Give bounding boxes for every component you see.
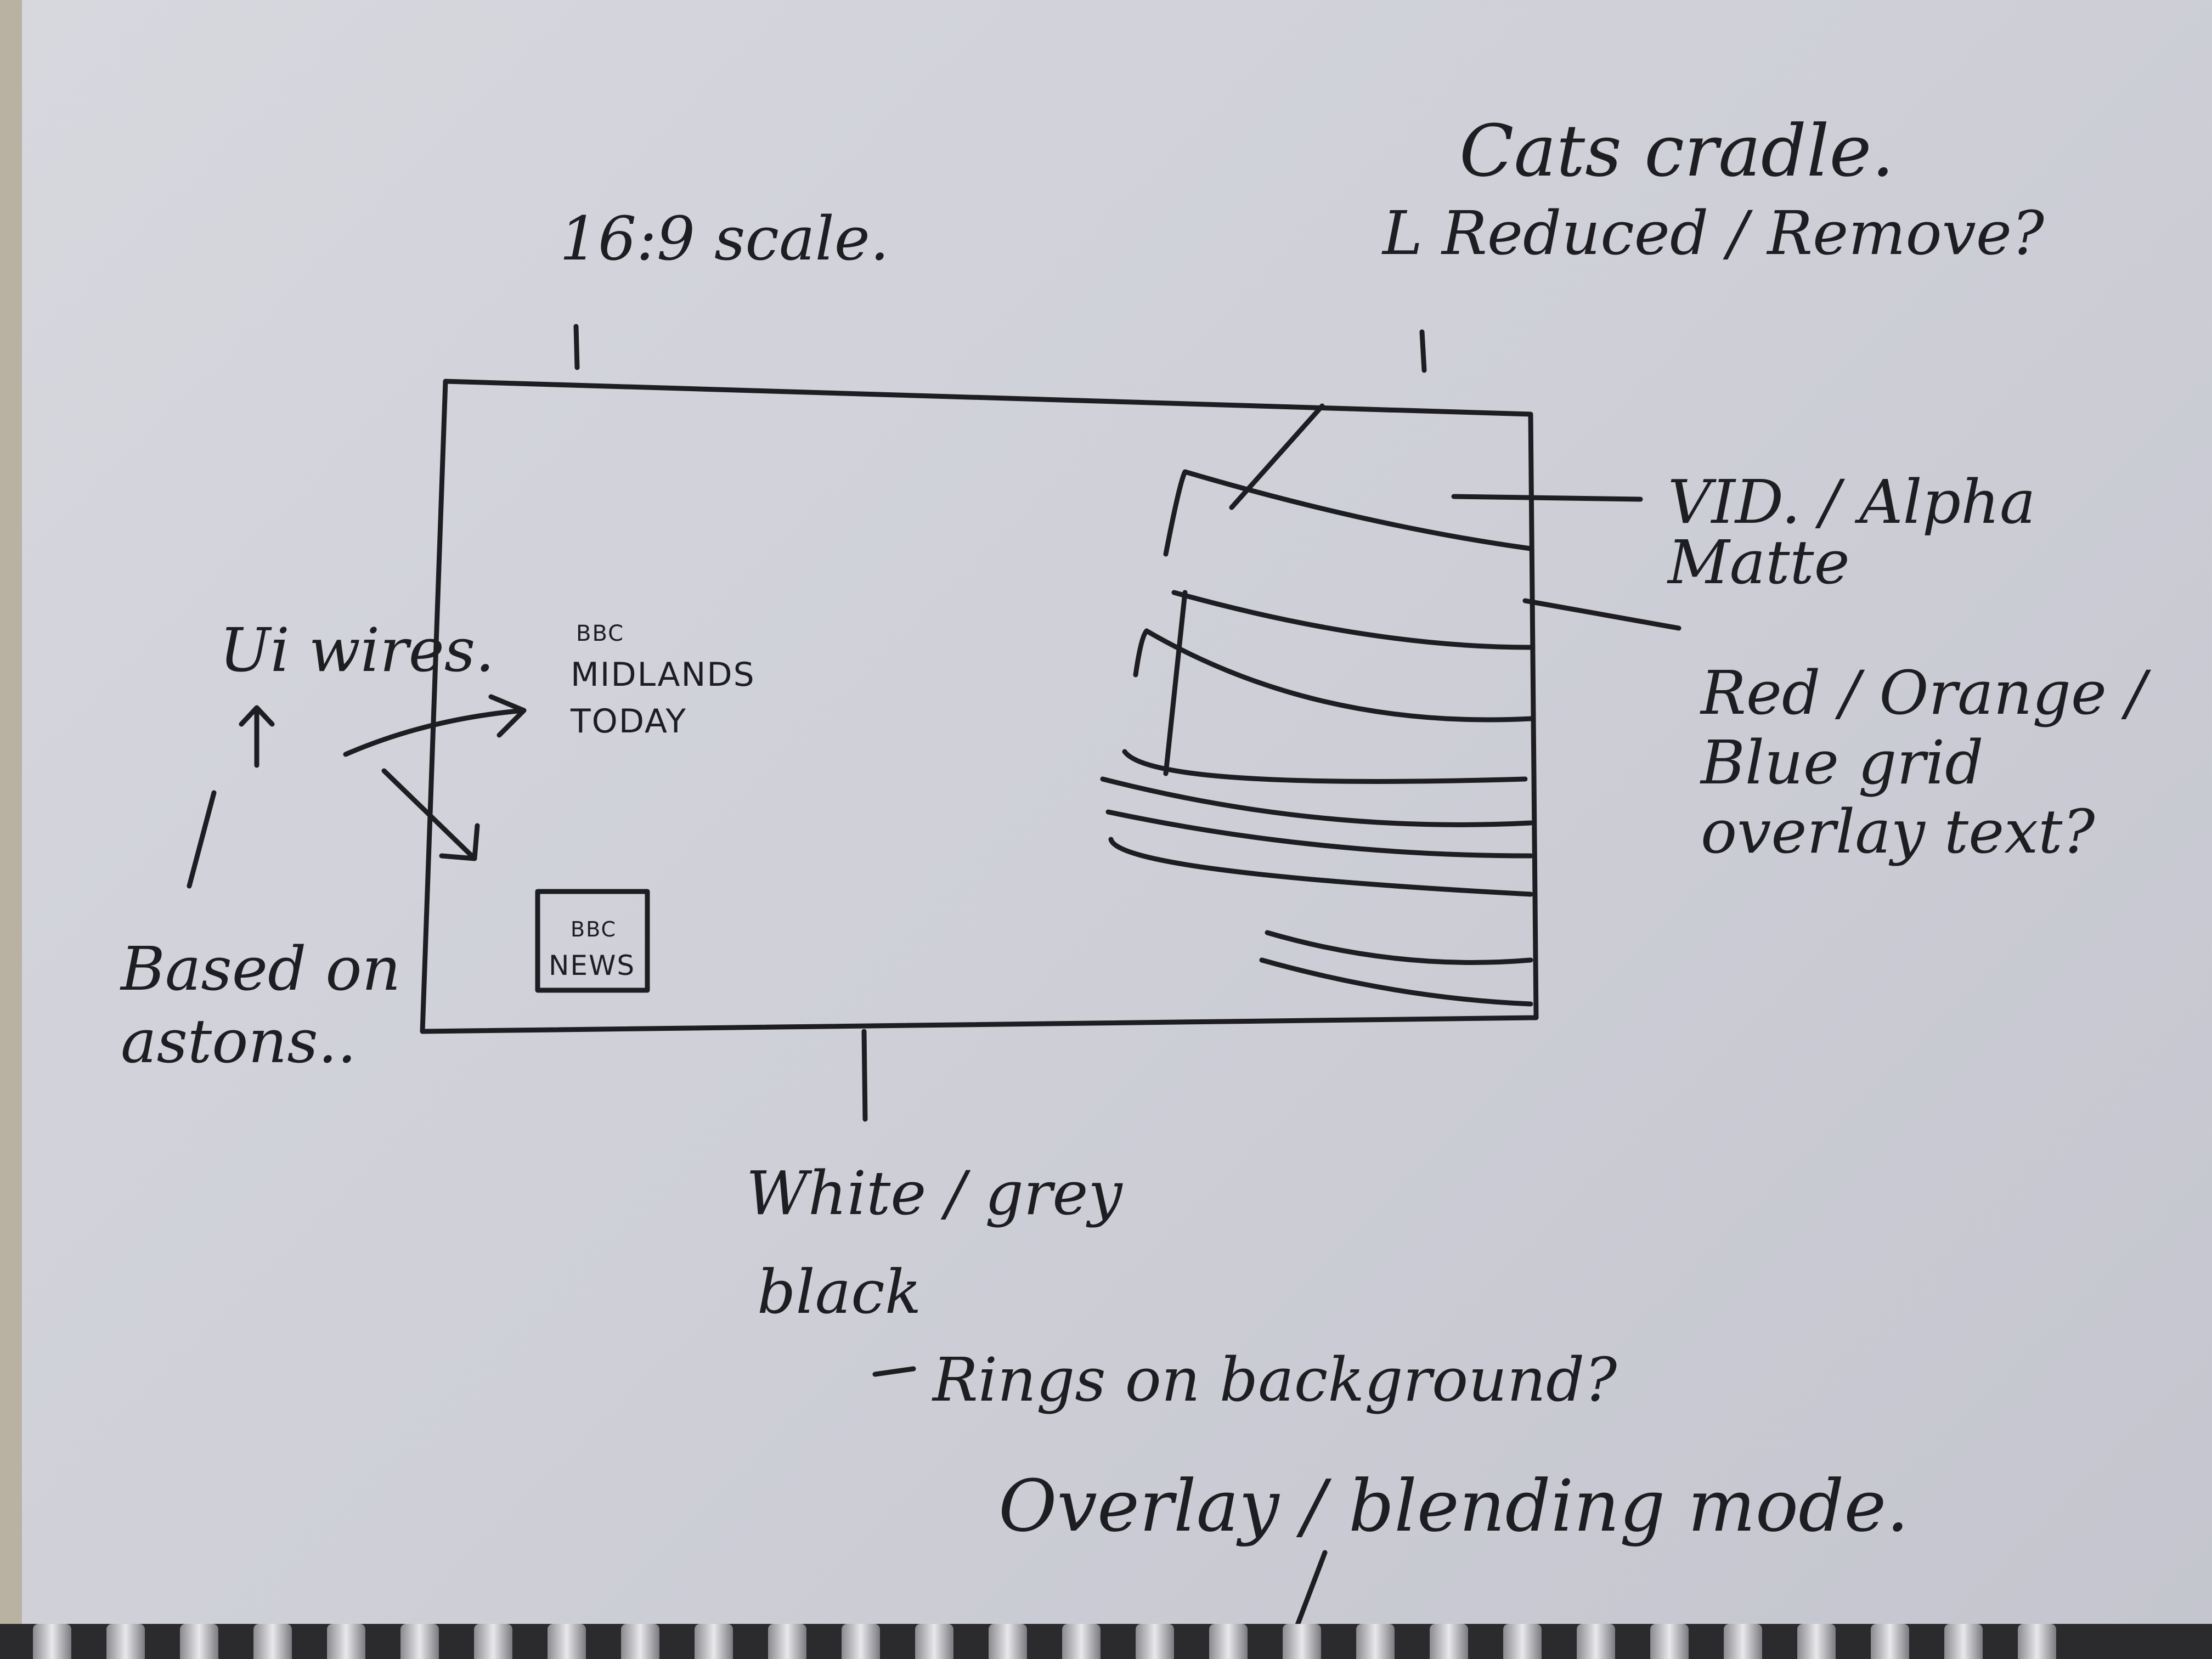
- spiral-coil: [548, 1624, 586, 1659]
- stroke-rings-dash: [872, 1366, 916, 1377]
- spiral-coil: [1062, 1624, 1101, 1659]
- spiral-coil: [474, 1624, 512, 1659]
- arrow-up: [239, 705, 275, 768]
- spiral-coil: [1797, 1624, 1836, 1659]
- spiral-coil: [1724, 1624, 1762, 1659]
- ring-4: [1122, 749, 1528, 784]
- spiral-coil: [1944, 1624, 1983, 1659]
- note-overlay: Overlay / blending mode.: [998, 1464, 1909, 1548]
- note-black: black: [757, 1257, 922, 1327]
- spiral-coil: [1209, 1624, 1248, 1659]
- tick-left: [573, 324, 580, 370]
- badge-text: NEWS: [549, 950, 636, 981]
- arrow-to-title: [343, 694, 527, 757]
- rings-diagonal: [1229, 403, 1325, 510]
- note-ui-wires: Ui wires.: [219, 615, 495, 685]
- ring-7: [1108, 837, 1533, 897]
- note-grid-overlay: Red / Orange / Blue grid overlay text?: [1701, 658, 2147, 867]
- spiral-coil: [989, 1624, 1027, 1659]
- spiral-binding: [0, 1624, 2212, 1659]
- note-cats-cradle: Cats cradle.: [1459, 109, 1894, 193]
- ring-1: [1163, 469, 1533, 557]
- spiral-coil: [1871, 1624, 1909, 1659]
- spiral-coil: [1503, 1624, 1542, 1659]
- frame-logo-small: BBC: [576, 621, 625, 646]
- badge-logo: BBC: [571, 917, 617, 941]
- ring-3: [1133, 628, 1533, 723]
- note-reduced-remove: L Reduced / Remove?: [1383, 198, 2044, 268]
- spiral-coil: [695, 1624, 733, 1659]
- spiral-coil: [400, 1624, 439, 1659]
- spiral-coil: [180, 1624, 218, 1659]
- note-rings: Rings on background?: [933, 1345, 1617, 1415]
- note-alpha-matte: VID. / Alpha Matte: [1668, 467, 2036, 597]
- stroke-misc: [187, 790, 217, 889]
- spiral-coil: [106, 1624, 145, 1659]
- callout-grid: [1522, 598, 1681, 631]
- ring-5: [1100, 776, 1533, 827]
- tick-bottom: [861, 1029, 868, 1122]
- news-badge-box: [535, 889, 650, 993]
- spiral-coil: [915, 1624, 953, 1659]
- note-white-grey: White / grey: [746, 1158, 1122, 1228]
- spiral-coil: [1650, 1624, 1689, 1659]
- callout-alpha: [1451, 494, 1643, 502]
- spiral-coil: [1356, 1624, 1395, 1659]
- notebook-page: Cats cradle. L Reduced / Remove? 16:9 sc…: [22, 0, 2212, 1624]
- spiral-coil: [2018, 1624, 2056, 1659]
- spiral-coil: [1283, 1624, 1321, 1659]
- spiral-coil: [842, 1624, 880, 1659]
- spiral-coil: [1577, 1624, 1615, 1659]
- spiral-coil: [768, 1624, 806, 1659]
- arrow-to-badge: [381, 768, 480, 861]
- spiral-coil: [1430, 1624, 1468, 1659]
- spiral-coil: [621, 1624, 659, 1659]
- rings-vertical: [1163, 590, 1188, 776]
- ring-2: [1171, 590, 1533, 650]
- spiral-coil: [33, 1624, 71, 1659]
- frame-title-line1: MIDLANDS: [571, 656, 755, 694]
- note-scale: 16:9 scale.: [560, 204, 889, 274]
- stroke-overlay-tail: [1292, 1550, 1328, 1635]
- paper-edge: [0, 0, 22, 1659]
- spiral-coil: [1136, 1624, 1174, 1659]
- spiral-coil: [327, 1624, 365, 1659]
- frame-title-line2: TODAY: [571, 702, 687, 741]
- ring-8: [1259, 957, 1533, 1007]
- spiral-coil: [253, 1624, 292, 1659]
- tick-right: [1419, 329, 1427, 373]
- note-based-on: Based on astons..: [121, 934, 401, 1076]
- ring-6: [1105, 809, 1533, 859]
- ring-9: [1265, 930, 1533, 965]
